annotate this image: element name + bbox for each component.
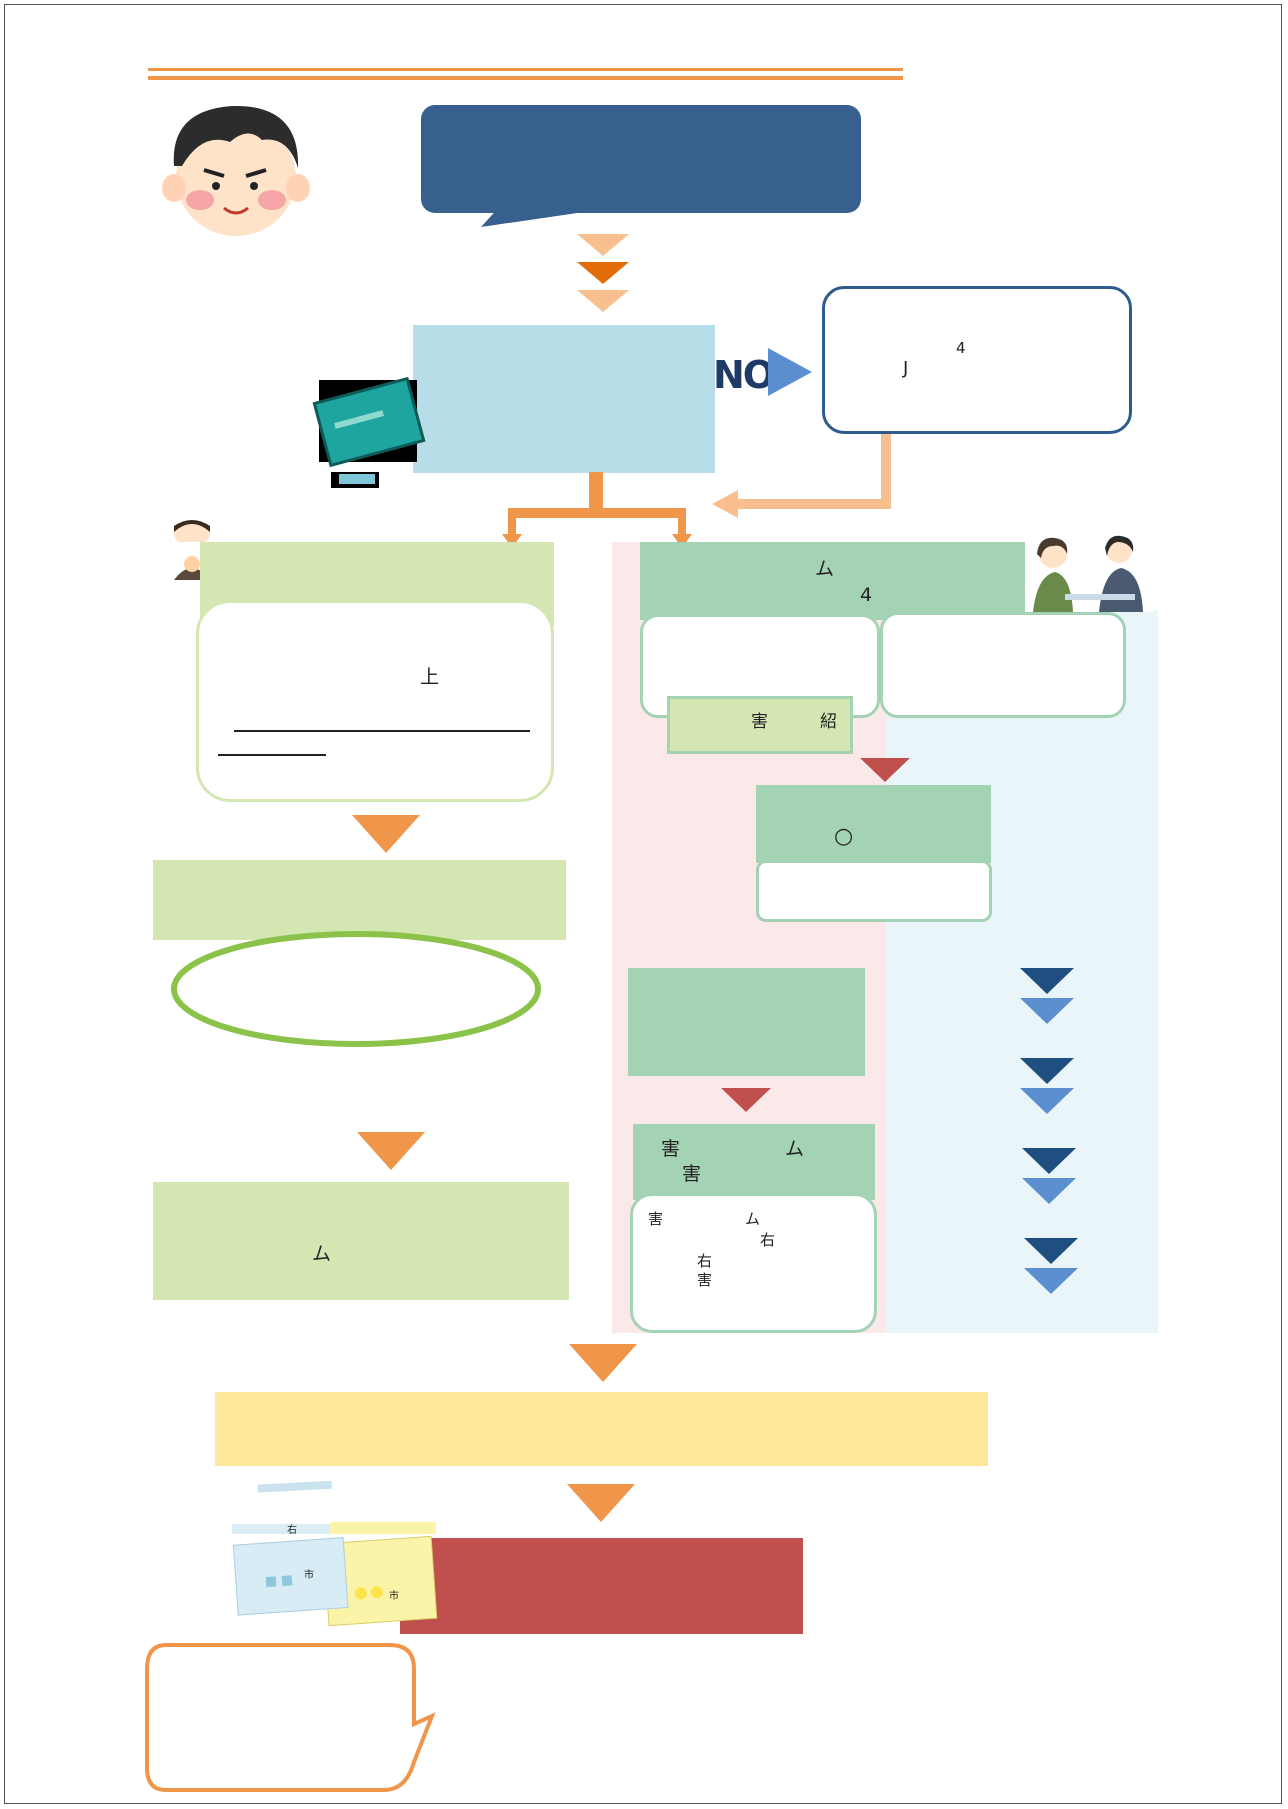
right-middle-glyph-b: 紹 — [820, 712, 837, 732]
right-lower-glyph-2: ム — [785, 1138, 805, 1160]
orange-speech-bubble — [145, 1643, 436, 1792]
page-frame — [4, 4, 1282, 1804]
merge-down-arrow-1 — [569, 1344, 637, 1382]
blue-arrow-pair-3 — [1022, 1148, 1076, 1204]
header-rule-lower — [148, 76, 903, 80]
right-solid-box — [628, 968, 865, 1076]
right-red-arrow-1 — [860, 758, 910, 782]
blue-card-city: 市 — [304, 1570, 314, 1581]
left-white-glyph: 上 — [420, 666, 440, 688]
left-underline-2 — [218, 754, 326, 756]
left-ellipse — [171, 931, 541, 1047]
down-arrows-top — [577, 234, 629, 312]
blue-card-top: 右 — [287, 1525, 297, 1536]
right-white-box-b — [880, 612, 1126, 718]
right-header-box — [640, 542, 1040, 620]
merge-down-arrow-2 — [567, 1484, 635, 1522]
blue-arrow-pair-2 — [1020, 1058, 1074, 1114]
right-lower-white-g1: 害 — [648, 1210, 664, 1228]
callout-glyph: J — [903, 358, 909, 379]
left-down-arrow-1 — [352, 815, 420, 853]
left-bottom-box — [153, 1182, 569, 1300]
card-illustration — [312, 376, 426, 488]
right-middle-label — [667, 696, 853, 754]
right-circle-white — [756, 860, 992, 922]
no-label: NO — [713, 353, 775, 397]
left-bottom-glyph: ム — [312, 1243, 332, 1265]
right-lower-white-g2: ム — [745, 1210, 761, 1228]
right-lower-glyph-3: 害 — [682, 1163, 702, 1185]
blue-arrow-pair-4 — [1024, 1238, 1078, 1294]
blue-arrow-pair-1 — [1020, 968, 1074, 1024]
callout-digit: 4 — [956, 339, 966, 357]
right-lower-white-g4: 右 — [697, 1252, 713, 1270]
right-header-digit: 4 — [860, 584, 873, 606]
left-white-box — [196, 600, 554, 802]
right-circle-glyph: ○ — [834, 824, 854, 849]
right-red-arrow-2 — [721, 1088, 771, 1112]
right-header-glyph: ム — [815, 558, 835, 580]
right-middle-glyph-a: 害 — [751, 712, 768, 732]
yellow-card-city: 市 — [389, 1591, 399, 1602]
left-underline-1 — [234, 730, 530, 732]
right-blue-panel — [886, 610, 1158, 1333]
speech-bubble — [421, 105, 861, 227]
left-down-arrow-2 — [357, 1132, 425, 1170]
no-arrow-icon — [768, 348, 812, 396]
boy-face-illustration — [162, 105, 310, 236]
right-lower-white — [630, 1193, 877, 1333]
header-rule — [148, 68, 903, 71]
decision-box — [413, 325, 715, 473]
right-lower-box — [633, 1124, 875, 1200]
callout-box — [822, 286, 1132, 434]
right-lower-glyph-1: 害 — [661, 1138, 681, 1160]
split-connector — [502, 472, 692, 548]
red-final-box — [400, 1538, 803, 1634]
right-lower-white-g3: 右 — [760, 1231, 776, 1249]
left-middle-box — [153, 860, 566, 940]
right-lower-white-g5: 害 — [697, 1271, 713, 1289]
yellow-result-box — [215, 1392, 988, 1466]
certificate-cards-illustration — [232, 1480, 438, 1627]
right-circle-box — [756, 785, 991, 863]
consultation-illustration — [1025, 532, 1153, 612]
return-connector — [712, 434, 891, 518]
